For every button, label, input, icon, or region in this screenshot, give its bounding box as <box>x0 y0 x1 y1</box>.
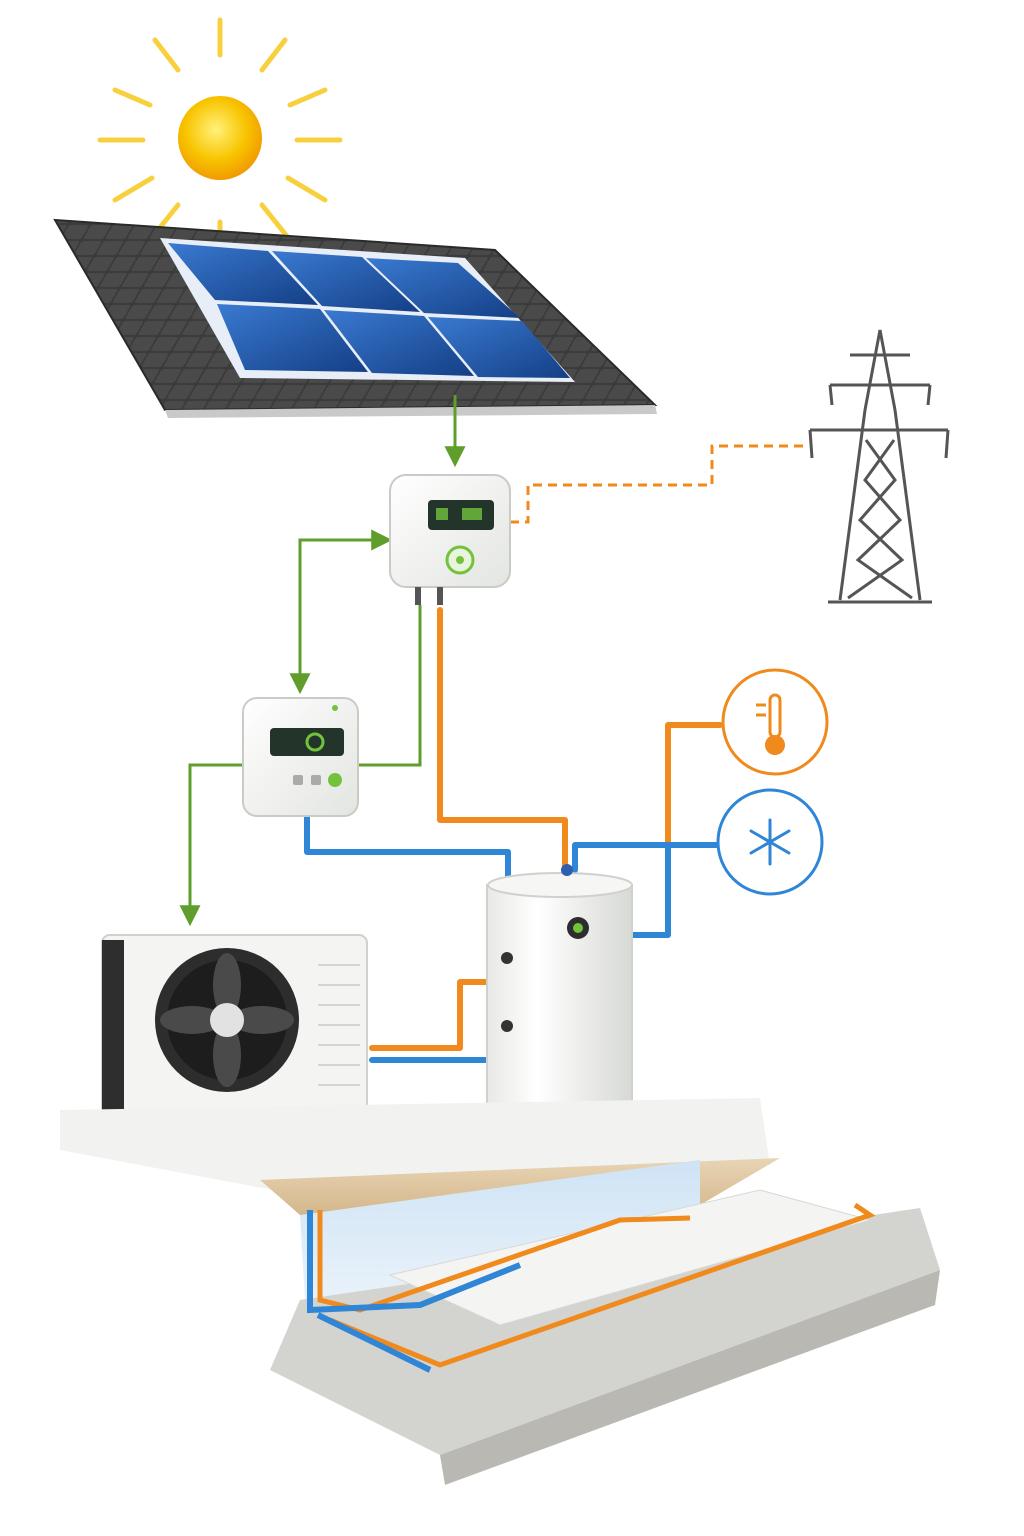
sun-icon <box>97 17 343 258</box>
power-pylon-icon <box>808 329 950 604</box>
solar-panel-icon <box>160 238 575 382</box>
snowflake-icon <box>716 788 824 896</box>
grid-connection-line <box>510 444 808 524</box>
water-tank-icon <box>486 864 633 1116</box>
floor-pipe-icon <box>60 1098 940 1485</box>
solar-panel-roof <box>53 218 658 418</box>
power-lines <box>179 395 466 927</box>
fan-icon <box>101 934 368 1121</box>
controller-icon <box>242 697 359 817</box>
inverter-icon <box>389 474 511 605</box>
thermometer-icon <box>721 668 829 776</box>
